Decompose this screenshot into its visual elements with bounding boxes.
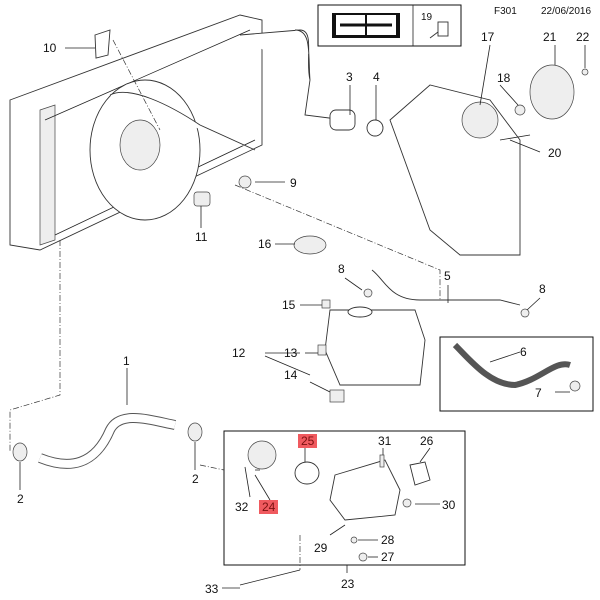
callout-21[interactable]: 21 (543, 30, 557, 44)
callout-31[interactable]: 31 (378, 434, 392, 448)
expansion-tank (324, 309, 426, 386)
callout-22[interactable]: 22 (576, 30, 590, 44)
pulley (529, 64, 575, 120)
lubricant-ref: 19 (421, 12, 433, 23)
gasket-26 (409, 461, 431, 486)
clip-11 (193, 191, 211, 207)
sensor-15 (321, 299, 331, 309)
clamp-7 (569, 380, 581, 392)
callout-11[interactable]: 11 (195, 230, 208, 244)
callout-33[interactable]: 33 (205, 582, 219, 596)
callout-17[interactable]: 17 (481, 30, 495, 44)
callout-1[interactable]: 1 (123, 354, 130, 368)
callout-3[interactable]: 3 (346, 70, 353, 84)
callout-25-highlighted[interactable]: 25 (298, 434, 318, 448)
callout-27[interactable]: 27 (381, 550, 395, 564)
clamp-9 (238, 175, 252, 189)
callout-23[interactable]: 23 (341, 577, 355, 591)
callout-30[interactable]: 30 (442, 498, 456, 512)
callout-14[interactable]: 14 (284, 368, 298, 382)
callout-8b[interactable]: 8 (539, 282, 546, 296)
thermostat-24 (247, 440, 277, 470)
callout-9[interactable]: 9 (290, 176, 297, 190)
callout-26[interactable]: 26 (420, 434, 434, 448)
callout-32[interactable]: 32 (235, 500, 249, 514)
clamp-8 (520, 308, 530, 318)
plug-27 (358, 552, 368, 562)
seal-18 (514, 104, 526, 116)
callout-20[interactable]: 20 (548, 146, 562, 160)
callout-10[interactable]: 10 (43, 41, 57, 55)
bolt-22 (581, 68, 589, 76)
callout-4[interactable]: 4 (373, 70, 380, 84)
callout-12[interactable]: 12 (232, 346, 246, 360)
bolt-30 (402, 498, 412, 508)
callout-18[interactable]: 18 (497, 71, 511, 85)
callout-15[interactable]: 15 (282, 298, 296, 312)
water-pump (461, 101, 499, 139)
gasket-25 (294, 461, 320, 485)
diagram-date: 22/06/2016 (541, 6, 592, 17)
hose-6 (452, 342, 571, 389)
thermostat-panel (223, 430, 466, 566)
oring-28 (350, 536, 358, 544)
thermostat-housing (329, 459, 401, 521)
hose-6-panel (439, 336, 594, 412)
callout-28[interactable]: 28 (381, 533, 395, 547)
clamp-2-left (12, 442, 28, 462)
clamp-4 (366, 119, 384, 137)
callout-5[interactable]: 5 (444, 269, 451, 283)
icon-panel (317, 4, 462, 47)
lubricant-icon (429, 21, 449, 39)
diagram-code: F301 (494, 6, 517, 17)
callout-29[interactable]: 29 (314, 541, 328, 555)
clamp-10 (94, 29, 111, 59)
callout-13[interactable]: 13 (284, 346, 298, 360)
filler-cap-16 (293, 235, 327, 255)
stud-31 (379, 454, 385, 468)
hose-5 (371, 269, 521, 306)
bracket-13 (317, 344, 327, 356)
radiator-assembly (9, 14, 311, 251)
callout-16[interactable]: 16 (258, 237, 272, 251)
timing-cover (389, 84, 521, 256)
sensor-14 (329, 389, 345, 403)
callout-2-left[interactable]: 2 (17, 492, 24, 506)
callout-7[interactable]: 7 (535, 386, 542, 400)
callout-24-highlighted[interactable]: 24 (259, 500, 279, 514)
callout-6[interactable]: 6 (520, 345, 527, 359)
callout-8a[interactable]: 8 (338, 262, 345, 276)
clamp-2-right (187, 422, 203, 442)
callout-2-right[interactable]: 2 (192, 472, 199, 486)
